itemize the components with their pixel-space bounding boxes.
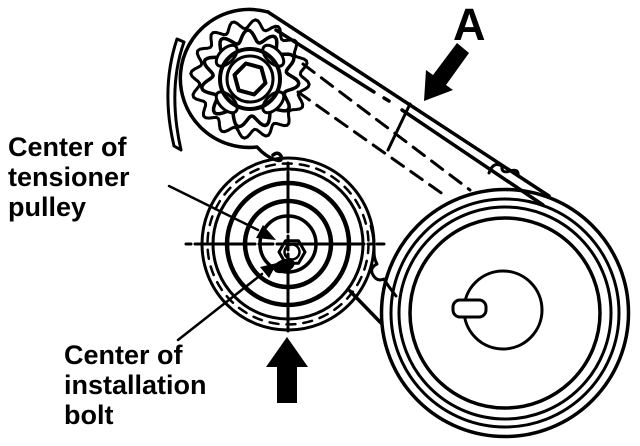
arrow-a	[424, 43, 469, 101]
label-line: bolt	[64, 400, 113, 430]
tensioner-pulley	[184, 156, 386, 333]
gear-lobes	[200, 28, 301, 129]
sprocket-bolt-hex	[232, 61, 268, 97]
camshaft-sprocket	[178, 7, 311, 163]
belt-mark	[386, 102, 412, 152]
label-tensioner-pulley: Center of tensioner pulley	[8, 132, 130, 222]
crankshaft-pulley	[379, 187, 631, 439]
label-line: tensioner	[8, 162, 130, 192]
label-line: pulley	[8, 192, 86, 222]
arrow-up	[266, 337, 308, 403]
label-installation-bolt: Center of installation bolt	[64, 340, 207, 430]
label-line: Center of	[64, 340, 184, 370]
leader-installation-bolt	[176, 263, 277, 342]
belt-wrap-arc	[178, 7, 284, 163]
drive-belt	[266, 10, 551, 325]
pulley-key-notch	[451, 298, 488, 319]
belt-guide-strip	[166, 37, 186, 152]
label-line: installation	[64, 370, 207, 400]
label-line: Center of	[8, 132, 128, 162]
leader-tensioner-center	[167, 184, 276, 240]
label-a: A	[453, 0, 486, 50]
sprocket-teeth	[189, 18, 311, 140]
